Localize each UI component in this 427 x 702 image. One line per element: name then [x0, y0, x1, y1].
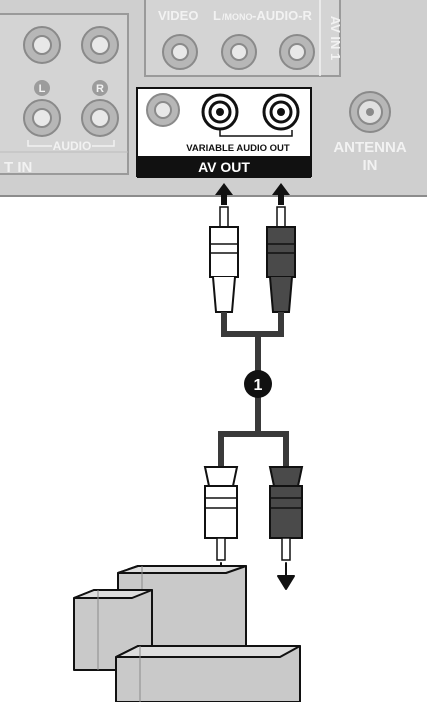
jack-video-in[interactable] — [162, 34, 198, 70]
antenna-in-group: ANTENNA IN — [333, 91, 407, 174]
audio-l-label: L — [39, 83, 46, 95]
jack-av-out-video[interactable] — [146, 93, 180, 127]
av-in-1-side-label: AV IN 1 — [328, 16, 343, 61]
rca-plug-top-white — [209, 206, 239, 313]
jack-audio-r-in[interactable] — [279, 34, 315, 70]
rca-plug-bottom-white — [203, 466, 239, 561]
jack-audio-l-mono-in[interactable] — [221, 34, 257, 70]
audio-input-group: L R AUDIO T IN — [0, 13, 129, 176]
jack-left-top-2[interactable] — [81, 26, 119, 64]
variable-audio-out-label: VARIABLE AUDIO OUT — [186, 143, 290, 154]
cable-number-marker: 1 — [244, 370, 272, 398]
input-group-label: T IN — [4, 159, 32, 176]
rca-plug-top-red — [266, 206, 296, 313]
av-in-audio-r-label: -AUDIO-R — [252, 8, 313, 23]
jack-audio-r[interactable] — [81, 99, 119, 137]
av-out-group: AV OUT VARIABLE AUDIO OUT — [136, 87, 312, 178]
jack-antenna-in[interactable] — [349, 91, 391, 133]
arrow-up-left-icon — [215, 183, 233, 205]
jack-audio-l[interactable] — [23, 99, 61, 137]
audio-group-label: AUDIO — [53, 139, 92, 153]
av-in-l-label: L — [213, 8, 221, 23]
jack-variable-audio-out-r[interactable] — [262, 93, 300, 131]
jack-variable-audio-out-l[interactable] — [201, 93, 239, 131]
arrow-down-right-icon — [277, 562, 295, 590]
external-audio-device-icon — [73, 565, 301, 702]
jack-left-top-1[interactable] — [23, 26, 61, 64]
arrow-up-right-icon — [272, 183, 290, 205]
av-out-title: AV OUT — [198, 159, 250, 175]
cable-marker-number: 1 — [254, 377, 263, 394]
av-in-mono-label: /MONO — [222, 12, 253, 22]
video-label: VIDEO — [158, 8, 198, 23]
rca-plug-bottom-red — [268, 466, 304, 561]
audio-r-label: R — [96, 83, 104, 95]
antenna-label-line2: IN — [363, 157, 378, 174]
antenna-label-line1: ANTENNA — [333, 139, 406, 156]
av-in-1-group: VIDEO L /MONO -AUDIO-R AV IN 1 — [144, 0, 343, 77]
